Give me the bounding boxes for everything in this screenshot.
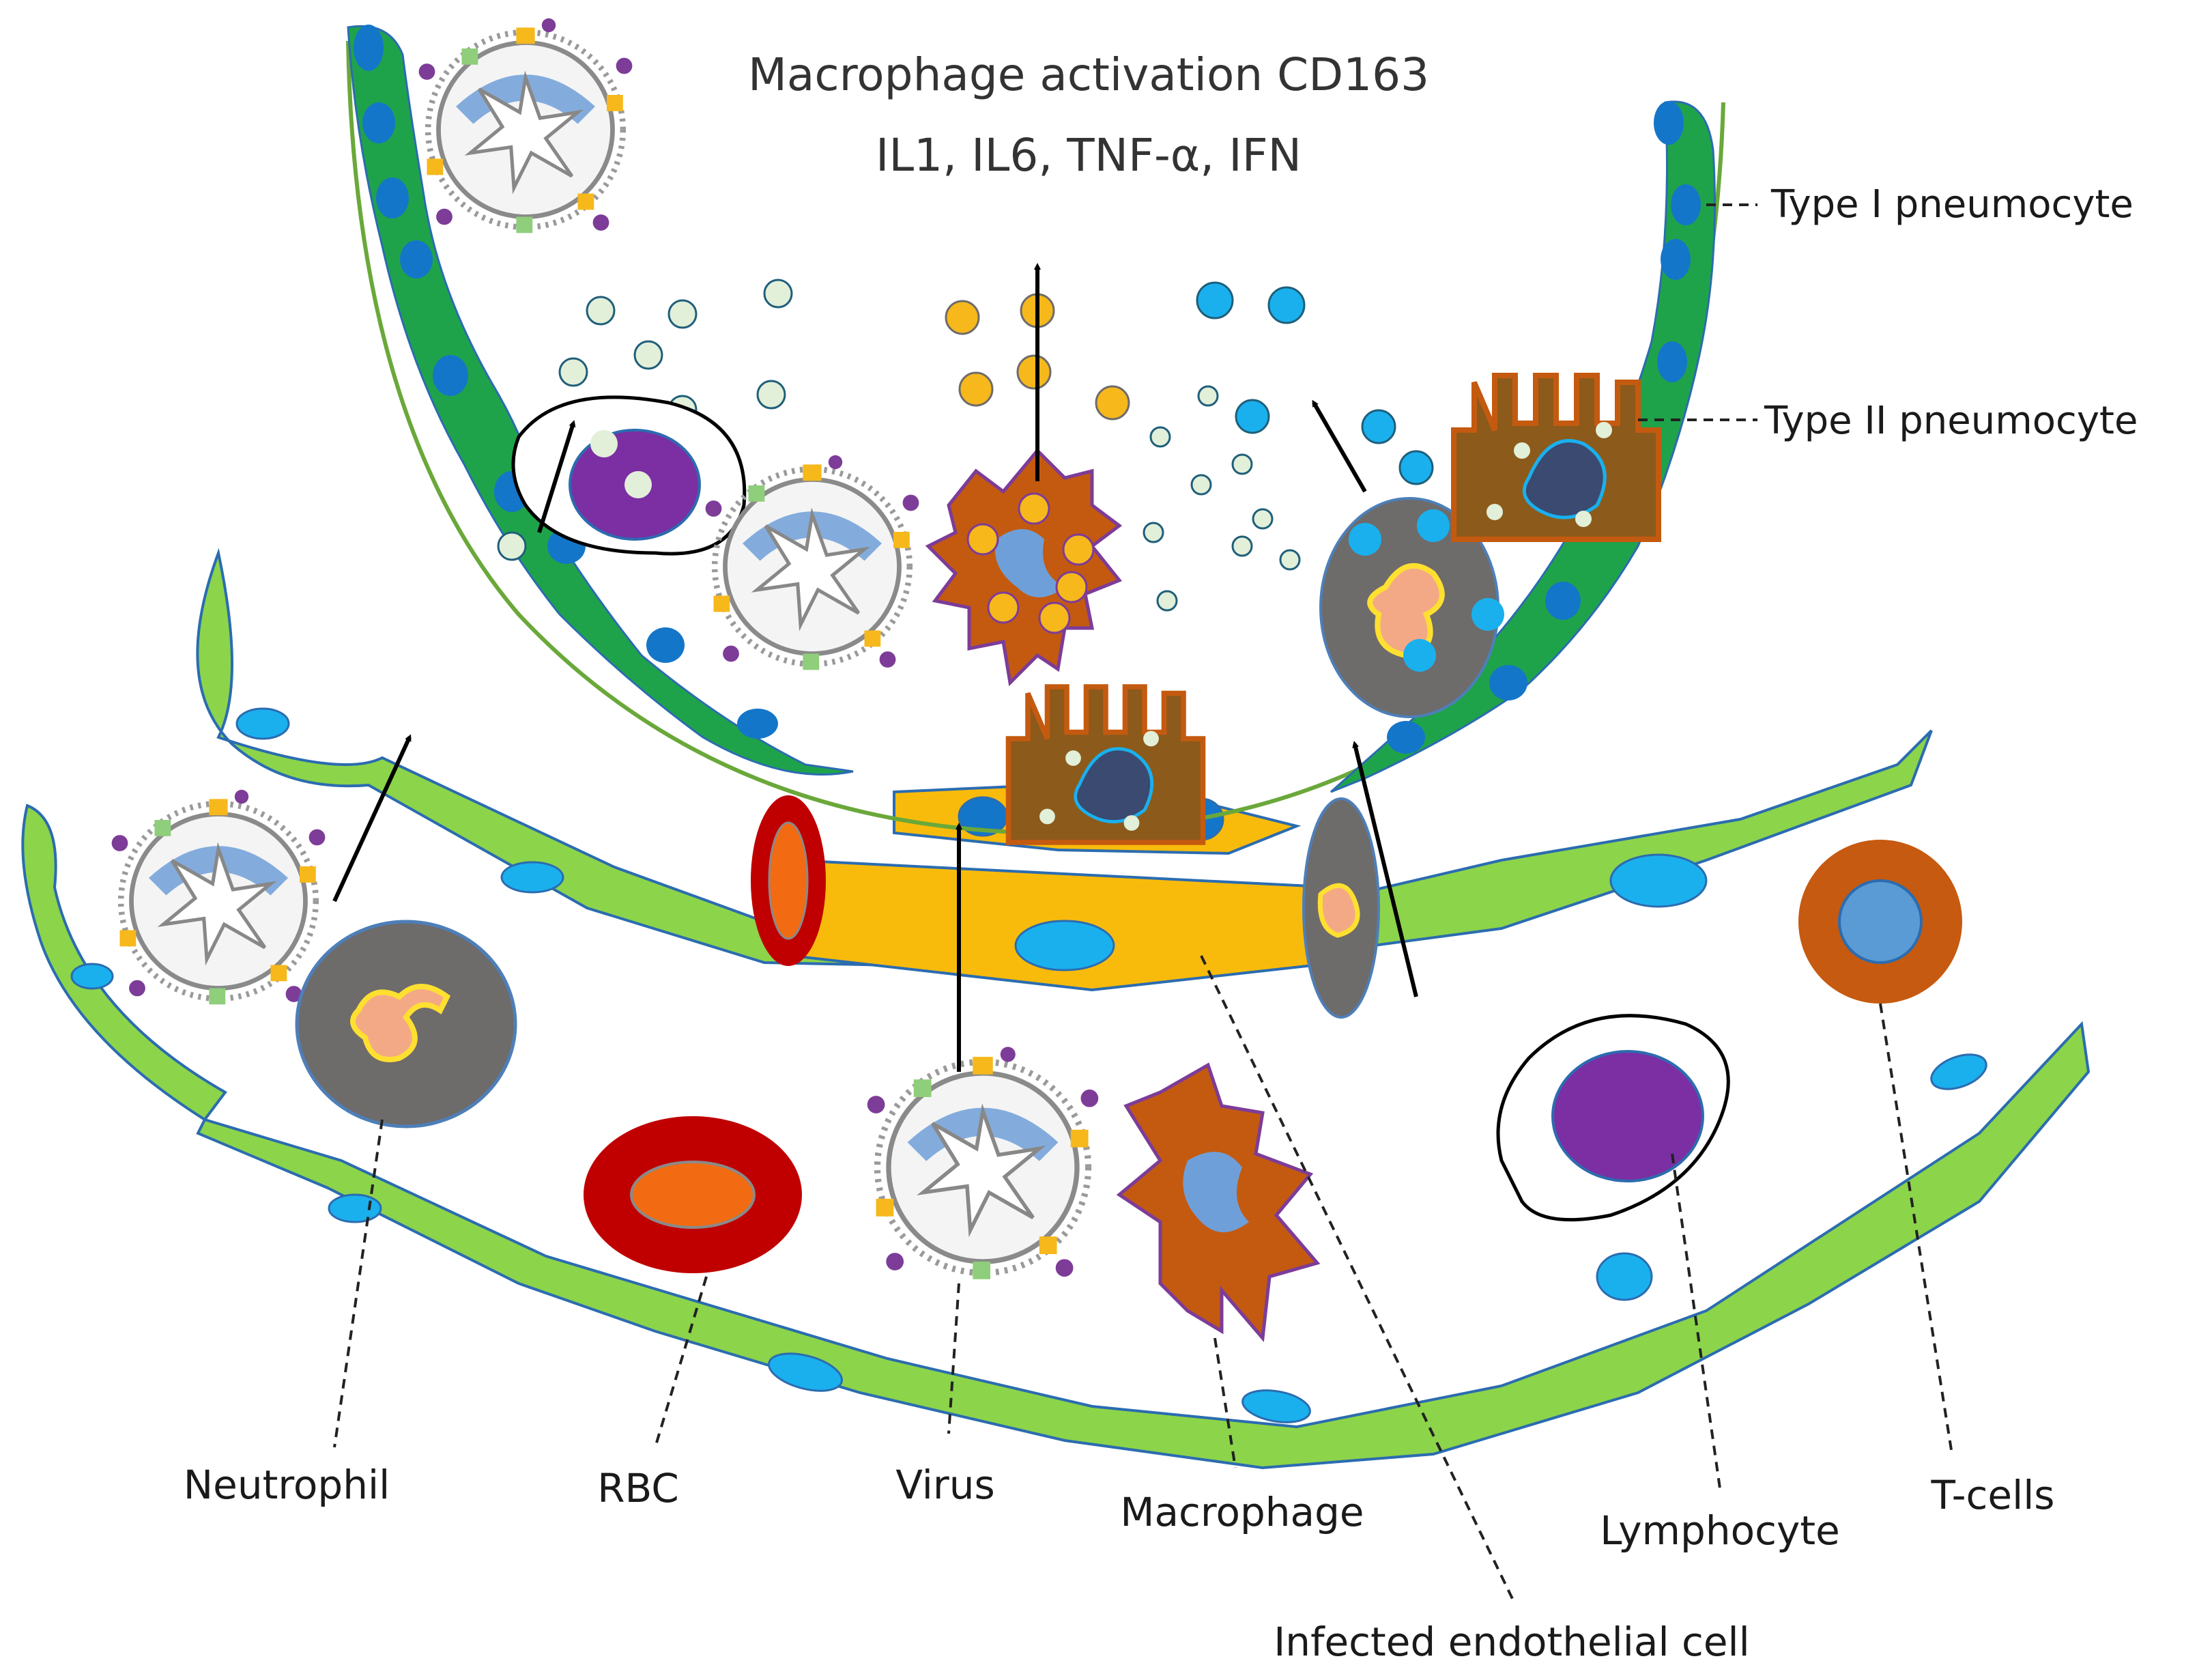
neutrophil-in-vessel-icon xyxy=(1302,797,1380,1019)
title-line-1: Macrophage activation CD163 xyxy=(748,48,1429,101)
label-type-1-pneumocyte: Type I pneumocyte xyxy=(1770,182,2134,227)
activated-macrophage-icon xyxy=(925,448,1123,687)
t-cell-icon xyxy=(1798,840,1962,1004)
label-infected-endothelial-cell: Infected endothelial cell xyxy=(1274,1619,1750,1665)
virus-in-alveolus-icon xyxy=(419,18,633,233)
arrows xyxy=(332,263,1418,1072)
rbc-icon xyxy=(584,1116,802,1273)
rbc-in-vessel-icon xyxy=(751,795,826,966)
label-type-2-pneumocyte: Type II pneumocyte xyxy=(1764,399,2138,443)
neutrophil-in-alveolus-icon xyxy=(1319,497,1504,718)
label-lymphocyte: Lymphocyte xyxy=(1600,1507,1840,1554)
virus-icon xyxy=(867,1047,1099,1279)
cytokines-blue xyxy=(1196,281,1434,485)
lymphocyte-icon xyxy=(1496,1014,1730,1222)
type2-pneumocyte-lower-icon xyxy=(1009,687,1203,842)
neutrophil-icon xyxy=(297,922,515,1126)
virus-left-icon xyxy=(112,790,326,1005)
capillary-wall-upper xyxy=(196,548,1933,971)
label-neutrophil: Neutrophil xyxy=(184,1462,390,1508)
capillary-wall-lower xyxy=(196,1021,2091,1470)
cytokines-pale xyxy=(497,279,1301,612)
title-line-2: IL1, IL6, TNF-α, IFN xyxy=(876,129,1302,182)
capillary-wall-left xyxy=(21,804,227,1122)
label-rbc: RBC xyxy=(597,1465,679,1511)
label-macrophage: Macrophage xyxy=(1120,1489,1364,1535)
cytokines-orange xyxy=(945,293,1130,421)
label-virus: Virus xyxy=(895,1462,994,1508)
label-t-cells: T-cells xyxy=(1930,1472,2054,1518)
macrophage-icon xyxy=(1116,1062,1321,1342)
type2-pneumocyte-icon xyxy=(1454,375,1658,539)
leader-lines xyxy=(333,203,1953,1605)
